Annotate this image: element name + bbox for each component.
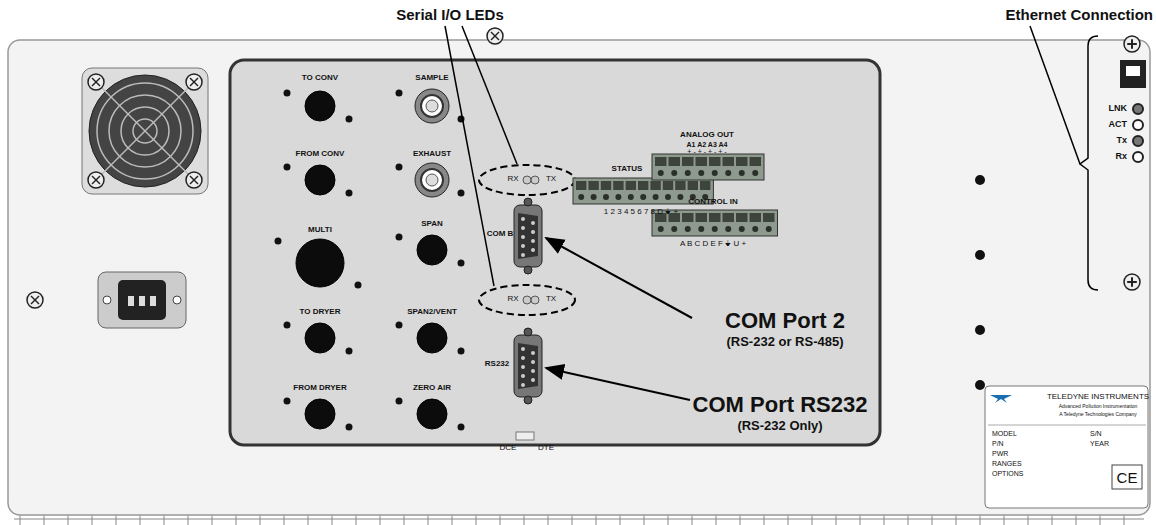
panel-label: STATUS (612, 165, 643, 174)
panel-label: FROM DRYER (293, 384, 346, 393)
panel-label: TO DRYER (300, 308, 341, 317)
panel-label: Rx (1115, 152, 1127, 162)
panel-label: ZERO AIR (413, 384, 451, 393)
panel-label: TO CONV (302, 74, 338, 83)
panel-label: RS232 (485, 360, 509, 369)
panel-label: SPAN (421, 220, 443, 229)
panel-label: A Teledyne Technologies Company (1059, 412, 1137, 418)
panel-label: CONTROL IN (688, 198, 738, 207)
panel-label: + - + - + - + - (687, 148, 726, 156)
panel-label: Ethernet Connection (1005, 7, 1153, 24)
panel-label: TX (546, 175, 556, 184)
panel-label: DCE (500, 444, 517, 453)
panel-label: PWR (992, 450, 1008, 458)
panel-label: RANGES (992, 460, 1022, 468)
panel-label: Tx (1116, 136, 1127, 146)
panel-label: DTE (538, 444, 554, 453)
panel-label: COM Port 2 (725, 309, 845, 333)
panel-label: Advanced Pollution Instrumentation (1059, 404, 1138, 410)
panel-label: SAMPLE (415, 74, 448, 83)
panel-label: 1 2 3 4 5 6 7 8 D ⏚ + (604, 208, 678, 217)
panel-label: (RS-232 or RS-485) (726, 335, 843, 349)
panel-label: ACT (1109, 120, 1128, 130)
panel-label: RX (507, 295, 518, 304)
panel-label: YEAR (1090, 440, 1109, 448)
panel-label: EXHAUST (413, 150, 451, 159)
panel-label: SPAN2/VENT (407, 308, 457, 317)
panel-label: ANALOG OUT (680, 131, 734, 140)
panel-label: RX (507, 175, 518, 184)
panel-label: TX (546, 295, 556, 304)
panel-label: A1 A2 A3 A4 (687, 141, 728, 149)
panel-label: CE (1117, 470, 1138, 487)
panel-label: OPTIONS (992, 470, 1024, 478)
panel-label: MODEL (992, 430, 1017, 438)
panel-label: S/N (1090, 430, 1102, 438)
panel-label: LNK (1109, 104, 1128, 114)
panel-label: FROM CONV (296, 150, 345, 159)
panel-label: COM Port RS232 (693, 393, 868, 417)
panel-label: TELEDYNE INSTRUMENTS (1047, 393, 1149, 402)
panel-label: (RS-232 Only) (737, 419, 822, 433)
panel-label: MULTI (308, 226, 332, 235)
panel-label: A B C D E F ⏚ U + (680, 240, 746, 249)
panel-label: Serial I/O LEDs (396, 7, 504, 24)
panel-label: COM B (487, 230, 514, 239)
panel-label: P/N (992, 440, 1004, 448)
